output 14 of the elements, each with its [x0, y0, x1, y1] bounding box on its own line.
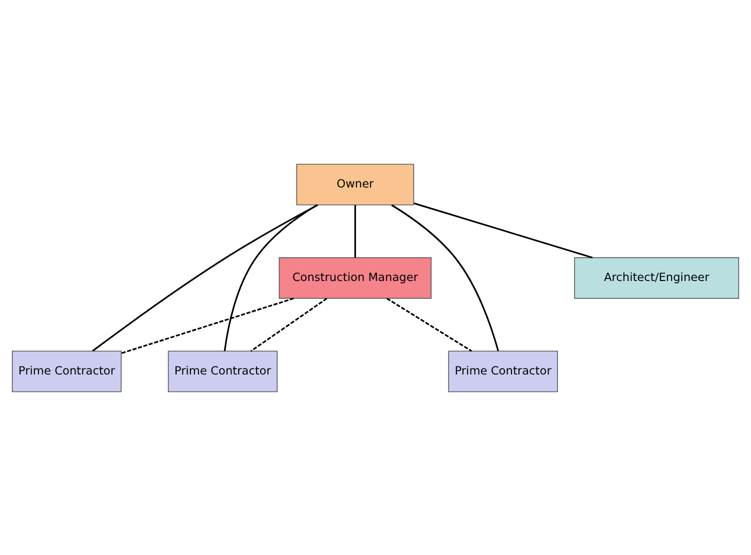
connector	[250, 297, 328, 352]
connector	[386, 297, 472, 352]
connector	[354, 204, 356, 258]
connector	[224, 204, 318, 351]
connector	[414, 202, 593, 258]
node-box: Architect/Engineer	[574, 256, 740, 298]
node-box: Prime Contractor	[448, 350, 558, 392]
connector	[121, 297, 294, 354]
connector	[92, 204, 318, 352]
node-box: Owner	[296, 163, 414, 205]
node-box: Prime Contractor	[12, 350, 122, 392]
node-box: Prime Contractor	[168, 350, 278, 392]
connector	[391, 204, 500, 351]
node-box: Construction Manager	[278, 256, 432, 298]
